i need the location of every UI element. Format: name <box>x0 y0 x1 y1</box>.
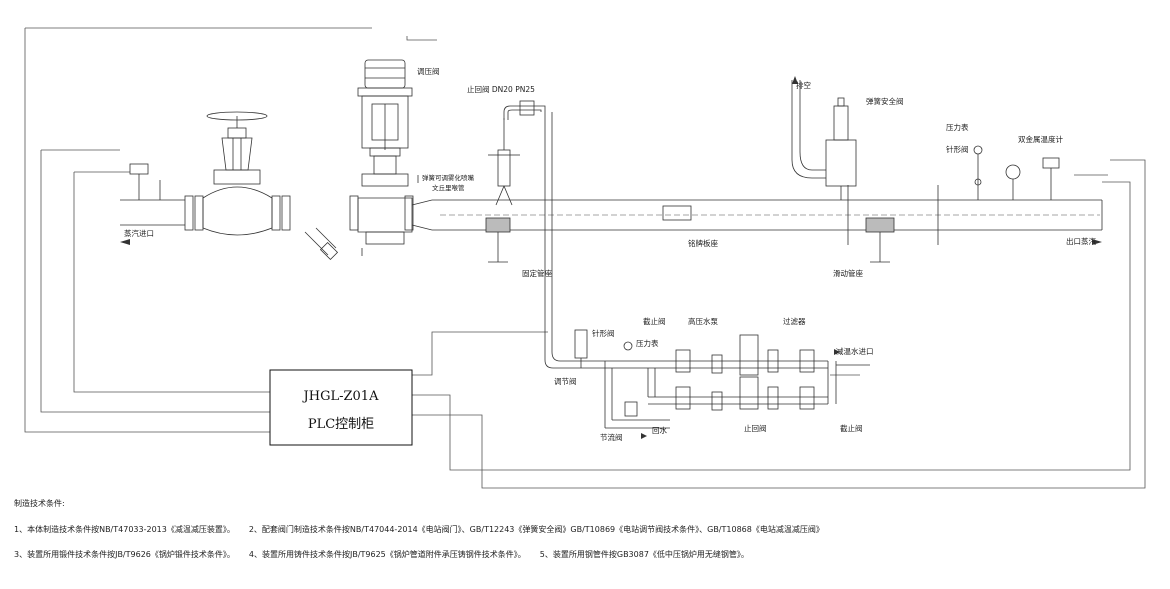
label-nameplate-seat: 铭牌板座 <box>688 238 718 248</box>
label-control-valve: 调节阀 <box>554 377 577 386</box>
nameplate-seat <box>662 205 692 221</box>
notes-row-2: 3、装置所用锻件技术条件按JB/T9626《锅炉锻件技术条件》。 4、装置所用铸件… <box>14 549 763 560</box>
label-check-valve-top: 止回阀 DN20 PN25 <box>467 84 535 94</box>
fixed-support <box>485 217 511 263</box>
label-spring-nozzle: 弹簧可调雾化喷嘴 <box>422 173 475 182</box>
note-item-5: 5、装置所用钢管件按GB3087《低中压锅炉用无缝钢管》。 <box>539 550 749 559</box>
label-fixed-support: 固定管座 <box>522 268 552 278</box>
plc-name: PLC控制柜 <box>308 417 374 432</box>
label-needle-valve-mid: 针形阀 <box>592 328 615 338</box>
notes-title: 制造技术条件: <box>14 499 65 508</box>
label-pressure-regulating-valve: 调压阀 <box>417 67 440 76</box>
pressure-regulating-valve <box>357 59 419 256</box>
note-item-1: 1、本体制造技术条件按NB/T47033-2013《减温减压装置》。 <box>14 525 235 534</box>
label-venturi: 文丘里喉管 <box>432 183 465 192</box>
inlet-flanges <box>184 195 414 231</box>
main-steam-pipe <box>120 185 1103 245</box>
label-pressure-gauge-top: 压力表 <box>946 122 969 132</box>
label-exhaust: 排空 <box>796 80 811 90</box>
inlet-instruments <box>129 163 161 200</box>
note-item-2: 2、配套阀门制造技术条件按NB/T47044-2014《电站阀门》、GB/T12… <box>248 525 824 534</box>
flow-arrows <box>120 76 1102 439</box>
water-station <box>574 329 870 429</box>
label-needle-valve-top: 针形阀 <box>946 144 969 154</box>
note-item-3: 3、装置所用锻件技术条件按JB/T9626《锅炉锻件技术条件》。 <box>14 550 235 559</box>
inlet-globe-valve <box>202 111 339 261</box>
label-hp-water-pump: 高压水泵 <box>688 316 718 326</box>
label-return-water: 回水 <box>652 425 667 435</box>
label-spring-safety-valve: 弹簧安全阀 <box>866 96 904 106</box>
label-throttle-valve: 节流阀 <box>600 432 623 442</box>
label-stop-valve-bottom: 截止阀 <box>840 423 863 433</box>
label-sliding-support: 滑动管座 <box>833 268 863 278</box>
note-item-4: 4、装置所用铸件技术条件按JB/T9625《锅炉管道附件承压铸钢件技术条件》。 <box>248 550 526 559</box>
sliding-support <box>865 217 895 263</box>
label-steam-outlet: 出口蒸汽 <box>1066 236 1096 246</box>
label-filter: 过滤器 <box>783 316 806 326</box>
label-pressure-gauge-mid: 压力表 <box>636 338 659 348</box>
spring-safety-valve <box>791 80 857 200</box>
plc-cabinet <box>269 369 413 446</box>
outlet-instruments <box>973 145 1060 200</box>
label-stop-valve-top: 截止阀 <box>643 316 666 326</box>
spray-nozzle <box>488 118 520 206</box>
label-desup-water-inlet: 减温水进口 <box>836 346 874 356</box>
notes-row-1: 1、本体制造技术条件按NB/T47033-2013《减温减压装置》。 2、配套阀门… <box>14 524 838 535</box>
label-bimetal-thermometer: 双金属温度计 <box>1018 134 1063 144</box>
label-steam-inlet: 蒸汽进口 <box>124 228 154 238</box>
label-check-valve-bottom: 止回阀 <box>744 423 767 433</box>
water-injection-line <box>503 100 612 369</box>
plc-model: JHGL-Z01A <box>302 389 380 404</box>
control-cable-loops <box>24 27 1146 489</box>
